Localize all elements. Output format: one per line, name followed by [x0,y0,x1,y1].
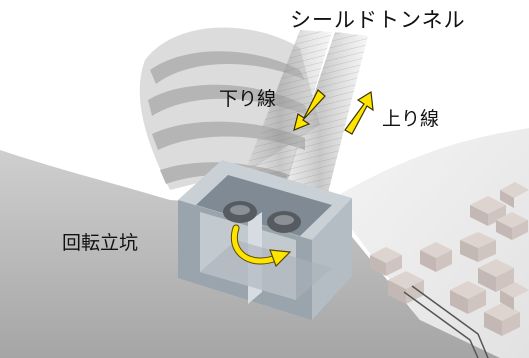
house [500,282,529,310]
label-down-line: 下り線 [219,88,277,110]
house [450,281,486,314]
down-line-arrow [293,89,326,131]
tunnel-up-line-ribs [272,32,368,224]
road [411,285,489,358]
house [460,232,496,262]
road [403,291,479,358]
title-shield-tunnel: シールドトンネル [290,8,466,32]
label-rotating-shaft: 回転立坑 [62,232,139,254]
house [500,182,529,208]
house [420,242,452,272]
up-line-arrow [344,90,374,135]
rotation-arrowhead [269,249,292,268]
rotating-shaft [178,160,352,320]
house [478,259,514,292]
label-up-line: 上り線 [382,108,440,130]
house [470,196,506,226]
house [388,271,424,304]
houses [370,182,529,358]
house [496,212,528,240]
house [370,247,402,276]
